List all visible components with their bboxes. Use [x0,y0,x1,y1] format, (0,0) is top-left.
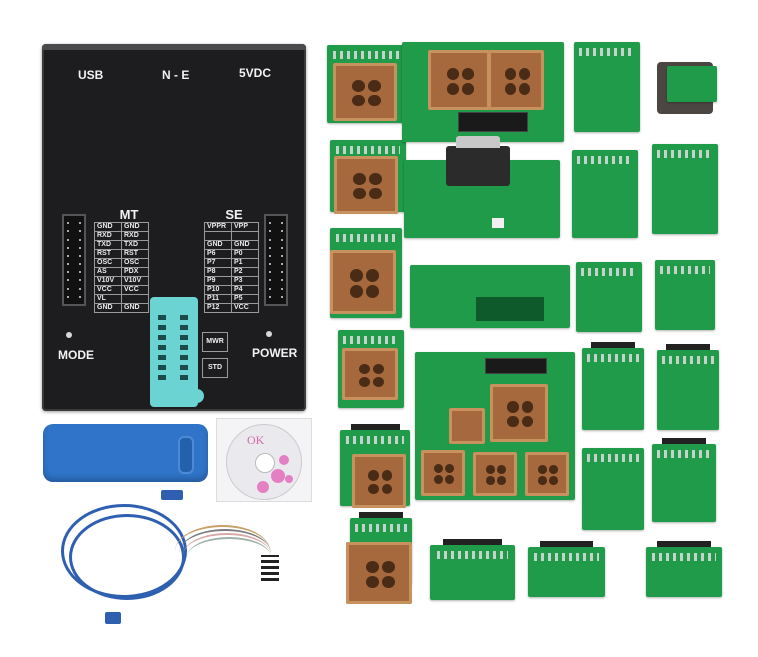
db9-serial-adapter [404,136,560,238]
pin-label: V10V [121,276,149,286]
pin-label: GND [121,222,149,232]
dual-plcc-adapter [402,42,564,142]
mode-label: MODE [58,348,94,362]
pin-label: RXD [94,231,122,241]
pin-label: P10 [204,285,232,295]
tssop-adapter-1 [574,42,640,132]
cd-label: OK [247,433,265,447]
pin-label: VL [94,294,122,304]
tssop-adapter-6 [582,342,644,430]
pin-label [204,231,232,241]
pin-label: P11 [204,294,232,304]
plcc-adapter-2 [330,140,406,214]
jumper-wires [175,505,285,585]
pin-label: RST [121,249,149,259]
mt-title: MT [119,207,139,222]
usb-a-plug [161,490,183,500]
plcc-adapter-6 [346,512,412,604]
device-top-edge [42,44,306,50]
multi-plcc-adapter [415,352,575,500]
pin-label: GND [231,240,259,250]
zif-socket[interactable] [150,297,204,407]
tssop-adapter-4 [576,262,642,332]
pin-label: P9 [204,276,232,286]
pin-label: VCC [121,285,149,295]
tssop-adapter-9 [652,438,716,522]
pin-label: GND [121,303,149,313]
dip-footprint [476,297,544,321]
pin-label: OSC [121,258,149,268]
pin-label: P2 [231,267,259,277]
pin-label: VCC [94,285,122,295]
pin-label: RXD [121,231,149,241]
se-pin-header[interactable] [264,214,288,306]
mode-led [66,332,72,338]
box-header-connector [485,358,547,374]
pin-label: P1 [231,258,259,268]
pin-label: GND [94,303,122,313]
pin-label: VPP [231,222,259,232]
tssop-adapter-2 [572,150,638,238]
keyring-hole [178,436,194,474]
pin-label: PDX [121,267,149,277]
dip-adapter-board [410,265,570,328]
dupont-connectors [261,555,279,581]
pin-label: RST [94,249,122,259]
pin-label: P12 [204,303,232,313]
tssop-adapter-5 [655,260,715,330]
bottom-adapter-1 [430,539,515,600]
tssop-adapter-7 [657,344,719,430]
plcc-adapter-4 [338,330,404,408]
usb-b-plug [105,612,121,624]
5vdc-label: 5VDC [239,66,272,80]
white-connector [492,218,504,228]
pin-label: VCC [231,303,259,313]
bottom-adapter-3 [646,541,722,597]
pin-label: OSC [94,258,122,268]
mt-pin-header[interactable] [62,214,86,306]
soic-adapter-small [667,66,717,102]
cd-disc: OK [226,424,302,500]
pin-label: P5 [231,294,259,304]
pin-label: P4 [231,285,259,295]
se-title: SE [225,207,243,222]
power-label: POWER [252,346,298,360]
bottom-adapter-2 [528,541,605,597]
pin-label [121,294,149,304]
box-header-connector [458,112,528,132]
pin-label: P3 [231,276,259,286]
plcc-adapter-3 [330,228,402,318]
pin-label: V10V [94,276,122,286]
pin-label: P0 [231,249,259,259]
tssop-adapter-8 [582,448,644,530]
pin-label: GND [204,240,232,250]
software-cd: OK [216,418,312,502]
usb-dongle [43,424,208,482]
pin-label: TXD [94,240,122,250]
ne-label: N - E [162,68,190,82]
zif-lever[interactable] [190,389,204,403]
foam-pad [657,62,717,114]
usb-label: USB [78,68,104,82]
pin-label: AS [94,267,122,277]
plcc-adapter-1 [327,45,407,123]
pin-label: P6 [204,249,232,259]
std-button[interactable]: STD [202,358,228,378]
pin-label: P8 [204,267,232,277]
pin-label: GND [94,222,122,232]
pin-label: P7 [204,258,232,268]
pin-label [231,231,259,241]
pin-label: TXD [121,240,149,250]
plcc-adapter-5 [340,424,410,508]
pin-label: VPPR [204,222,232,232]
mwr-button[interactable]: MWR [202,332,228,352]
power-led [266,331,272,337]
tssop-adapter-3 [652,144,718,234]
